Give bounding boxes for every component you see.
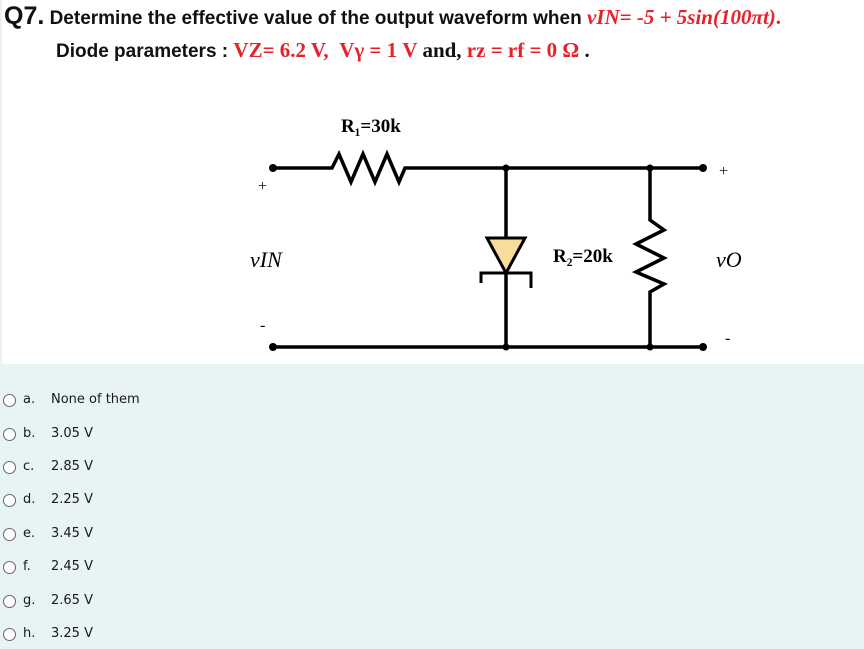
period: .: [775, 5, 782, 29]
diode-params-label: Diode parameters :: [56, 41, 234, 62]
option-letter: h.: [23, 626, 36, 641]
circuit-diagram: R₁=30k R₂=20k vIN vO + + - -: [250, 116, 742, 351]
resistor-r2: [631, 168, 668, 347]
vz-param: VZ= 6.2 V,: [233, 38, 329, 62]
question-box: [2, 0, 864, 364]
vin-label: vIN: [250, 247, 283, 272]
option-letter: b.: [23, 426, 36, 441]
option-text: None of them: [51, 392, 140, 407]
and-text: and,: [417, 38, 467, 62]
vin-expression: vIN= -5 + 5sin(100πt): [586, 5, 776, 29]
option-letter: e.: [23, 526, 36, 541]
option-text: 2.65 V: [51, 593, 93, 608]
vo-label: vO: [716, 247, 742, 272]
radio-button[interactable]: [3, 528, 16, 541]
r2-label: R₂=20k: [553, 246, 613, 267]
zener-diode-icon: [484, 236, 528, 277]
radio-button[interactable]: [3, 394, 16, 407]
option-text: 3.45 V: [51, 526, 93, 541]
period: .: [579, 38, 590, 62]
option-text: 2.85 V: [51, 459, 93, 474]
option-text: 2.45 V: [51, 559, 93, 574]
vin-minus: -: [260, 317, 265, 334]
radio-button[interactable]: [3, 461, 16, 474]
option-text: 3.05 V: [51, 426, 93, 441]
radio-button[interactable]: [3, 428, 16, 441]
question-line-1: Q7. Determine the effective value of the…: [4, 2, 781, 31]
question-text: Determine the effective value of the out…: [49, 8, 587, 29]
resistance-param: rz = rf = 0 Ω: [466, 38, 580, 62]
option-letter: d.: [23, 492, 36, 507]
radio-button[interactable]: [3, 628, 16, 641]
radio-button[interactable]: [3, 561, 16, 574]
option-letter: c.: [23, 459, 35, 474]
question-number: Q7.: [4, 2, 45, 30]
r1-label: R₁=30k: [341, 116, 401, 137]
wire-top: [273, 149, 703, 187]
vo-minus: -: [725, 330, 730, 347]
option-letter: g.: [23, 593, 36, 608]
vo-plus: +: [719, 163, 728, 180]
node-dots: [269, 164, 707, 351]
option-text: 3.25 V: [51, 626, 93, 641]
vgamma-param: Vγ = 1 V: [339, 38, 418, 62]
radio-button[interactable]: [3, 494, 16, 507]
vin-plus: +: [258, 178, 267, 195]
option-text: 2.25 V: [51, 492, 93, 507]
question-line-2: Diode parameters : VZ= 6.2 V, Vγ = 1 V a…: [56, 38, 590, 63]
option-letter: a.: [23, 392, 36, 407]
option-letter: f.: [23, 559, 31, 574]
radio-button[interactable]: [3, 595, 16, 608]
